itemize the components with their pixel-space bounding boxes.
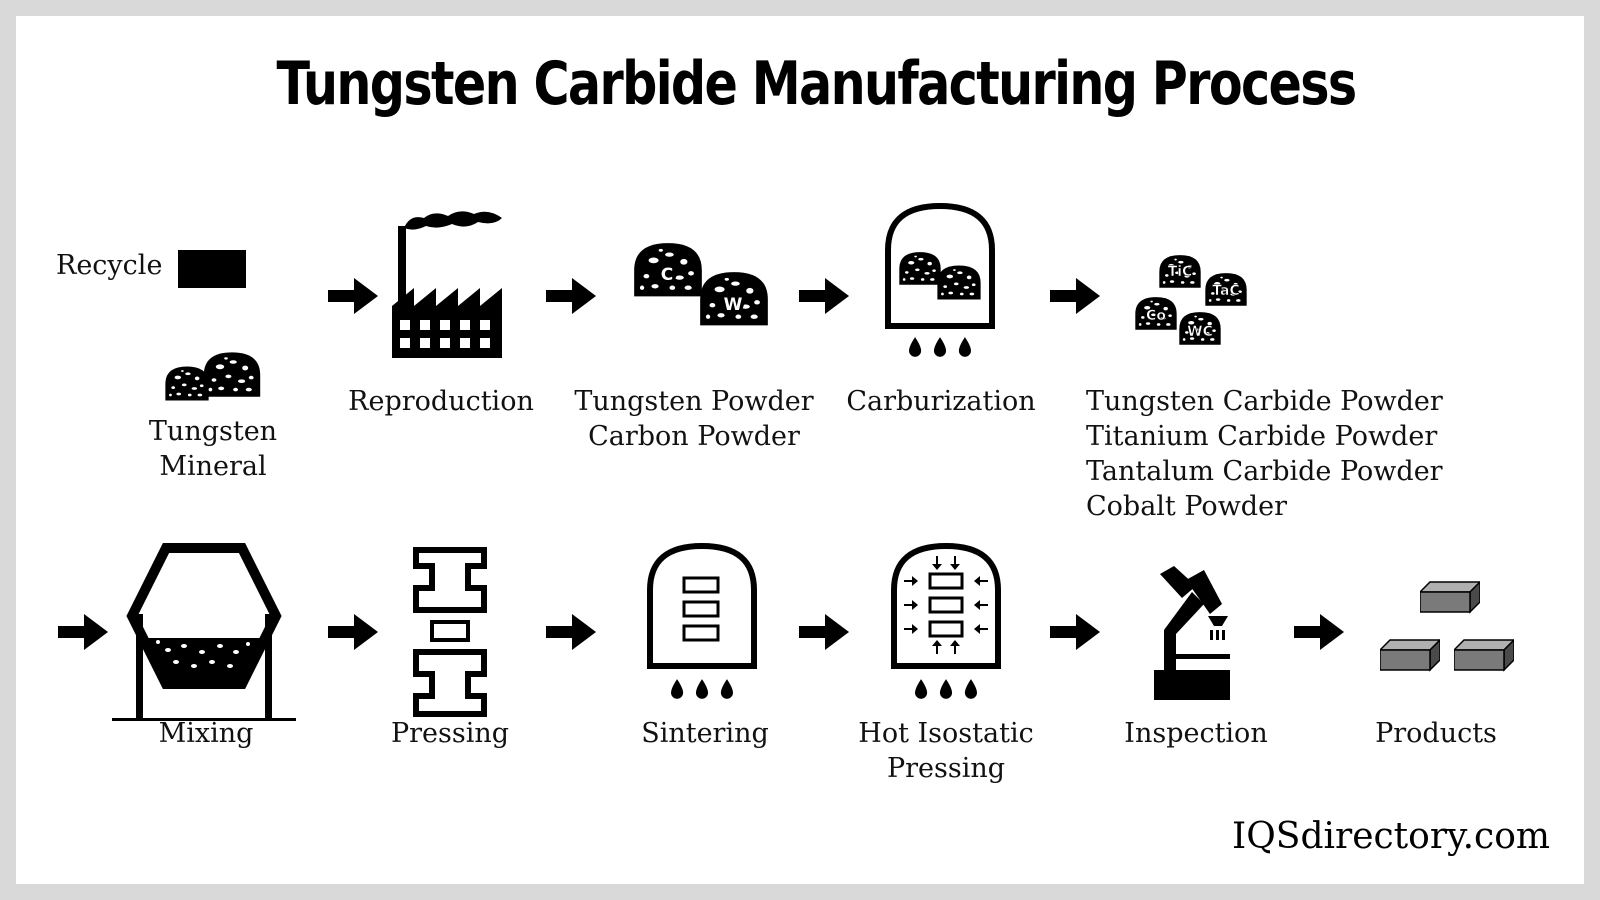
hip-line1: Hot Isostatic	[858, 718, 1034, 749]
co-badge: Co	[1146, 308, 1166, 324]
flow-arrow-5	[58, 614, 108, 650]
mixing-label: Mixing	[158, 718, 254, 749]
tac-badge: TaC	[1212, 283, 1239, 299]
recycle-block-icon	[178, 250, 246, 288]
flow-arrow-4	[1050, 278, 1100, 314]
flow-arrow-1	[328, 278, 378, 314]
tungsten-powder-label: Tungsten Powder	[574, 386, 814, 417]
flow-arrow-3	[799, 278, 849, 314]
product-block-top	[1420, 581, 1480, 613]
flow-arrow-6	[328, 614, 378, 650]
flow-arrow-8	[799, 614, 849, 650]
flow-arrow-10	[1294, 614, 1344, 650]
tungsten-mineral-icon	[165, 352, 261, 401]
products-label: Products	[1375, 718, 1497, 749]
carbon-badge: C	[661, 265, 673, 285]
wc-badge: WC	[1187, 324, 1213, 340]
product-block-left	[1380, 639, 1440, 671]
press-die-icon	[413, 547, 487, 717]
tungsten-mineral-line1: Tungsten	[148, 416, 278, 447]
carburization-label: Carburization	[846, 386, 1036, 417]
brand-watermark: IQSdirectory.com	[1232, 816, 1550, 857]
mixer-icon	[112, 543, 296, 721]
microscope-icon	[1154, 566, 1230, 700]
factory-icon	[392, 211, 502, 358]
tic-badge: TiC	[1168, 264, 1193, 280]
tungsten-mineral-label: Tungsten Mineral	[128, 414, 298, 484]
reproduction-label: Reproduction	[348, 386, 534, 417]
sintering-furnace-icon	[647, 542, 757, 699]
tungsten-mineral-line2: Mineral	[159, 451, 267, 482]
recycle-label: Recycle	[56, 250, 163, 281]
product-block-right	[1454, 639, 1514, 671]
powders-label: Tungsten Powder Carbon Powder	[564, 384, 824, 454]
flow-arrow-2	[546, 278, 596, 314]
flow-arrow-9	[1050, 614, 1100, 650]
hot-isostatic-pressing-label: Hot Isostatic Pressing	[846, 716, 1046, 786]
titanium-carbide-powder-label: Titanium Carbide Powder	[1086, 421, 1438, 452]
carbide-powders-label: Tungsten Carbide Powder Titanium Carbide…	[1086, 384, 1486, 524]
carbide-powders-icon: TiC TaC Co WC	[1135, 255, 1247, 345]
carburization-furnace-icon	[885, 202, 995, 357]
tantalum-carbide-powder-label: Tantalum Carbide Powder	[1086, 456, 1443, 487]
diagram-canvas: Tungsten Carbide Manufacturing Process R…	[16, 16, 1584, 884]
hip-line2: Pressing	[886, 753, 1006, 784]
flow-arrow-7	[546, 614, 596, 650]
inspection-label: Inspection	[1124, 718, 1268, 749]
tungsten-badge: W	[724, 295, 743, 315]
hot-isostatic-press-icon	[891, 542, 1001, 699]
sintering-label: Sintering	[641, 718, 769, 749]
tungsten-carbon-powder-icon: C W	[634, 243, 768, 326]
tungsten-carbide-powder-label: Tungsten Carbide Powder	[1086, 386, 1443, 417]
page-title: Tungsten Carbide Manufacturing Process	[276, 49, 1357, 119]
carbon-powder-label: Carbon Powder	[588, 421, 800, 452]
cobalt-powder-label: Cobalt Powder	[1086, 491, 1287, 522]
pressing-label: Pressing	[390, 718, 510, 749]
